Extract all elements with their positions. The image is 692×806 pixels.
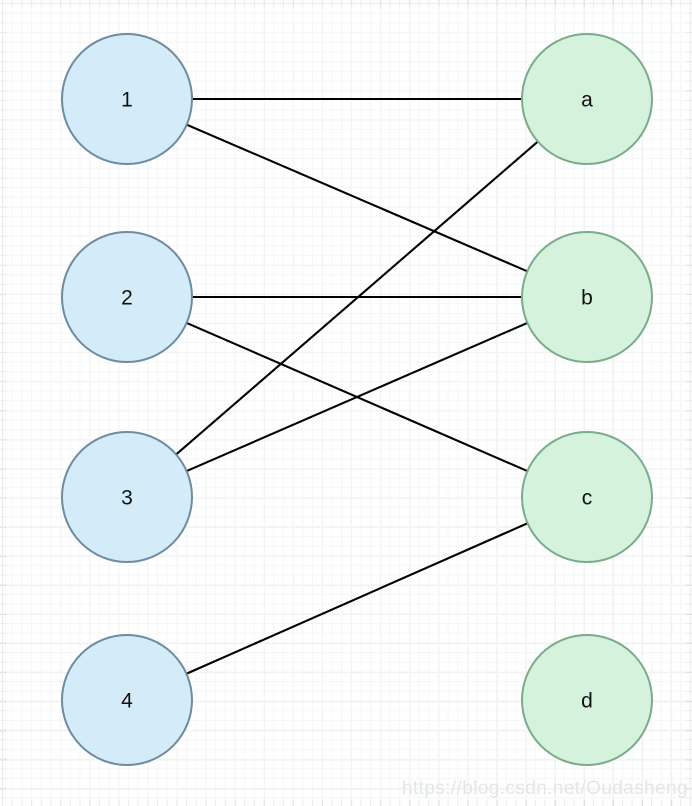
right-node-layer: a b c d <box>521 33 653 766</box>
node-3-circle[interactable] <box>61 431 193 563</box>
node-4-label: 4 <box>121 690 133 713</box>
node-b-label: b <box>581 287 593 310</box>
node-a[interactable]: a <box>521 33 653 165</box>
edge-4-c[interactable] <box>186 522 528 675</box>
node-d-circle[interactable] <box>521 634 653 766</box>
node-d[interactable]: d <box>521 634 653 766</box>
node-b-circle[interactable] <box>521 231 653 363</box>
node-c-label: c <box>582 487 593 510</box>
node-2[interactable]: 2 <box>61 231 193 363</box>
node-4[interactable]: 4 <box>61 634 193 766</box>
node-3[interactable]: 3 <box>61 431 193 563</box>
left-node-layer: 1 2 3 4 <box>61 33 193 766</box>
node-2-label: 2 <box>121 287 133 310</box>
node-1-label: 1 <box>121 89 133 112</box>
node-a-label: a <box>581 89 593 112</box>
node-c[interactable]: c <box>521 431 653 563</box>
node-c-circle[interactable] <box>521 431 653 563</box>
node-3-label: 3 <box>121 487 133 510</box>
node-1[interactable]: 1 <box>61 33 193 165</box>
node-2-circle[interactable] <box>61 231 193 363</box>
node-b[interactable]: b <box>521 231 653 363</box>
node-4-circle[interactable] <box>61 634 193 766</box>
edge-3-a[interactable] <box>175 140 539 456</box>
edge-layer <box>175 97 539 675</box>
node-1-circle[interactable] <box>61 33 193 165</box>
edge-1-b[interactable] <box>186 123 528 273</box>
edge-3-b[interactable] <box>186 321 528 473</box>
node-d-label: d <box>581 690 593 713</box>
watermark: https://blog.csdn.net/Oudasheng <box>402 778 688 799</box>
node-a-circle[interactable] <box>521 33 653 165</box>
